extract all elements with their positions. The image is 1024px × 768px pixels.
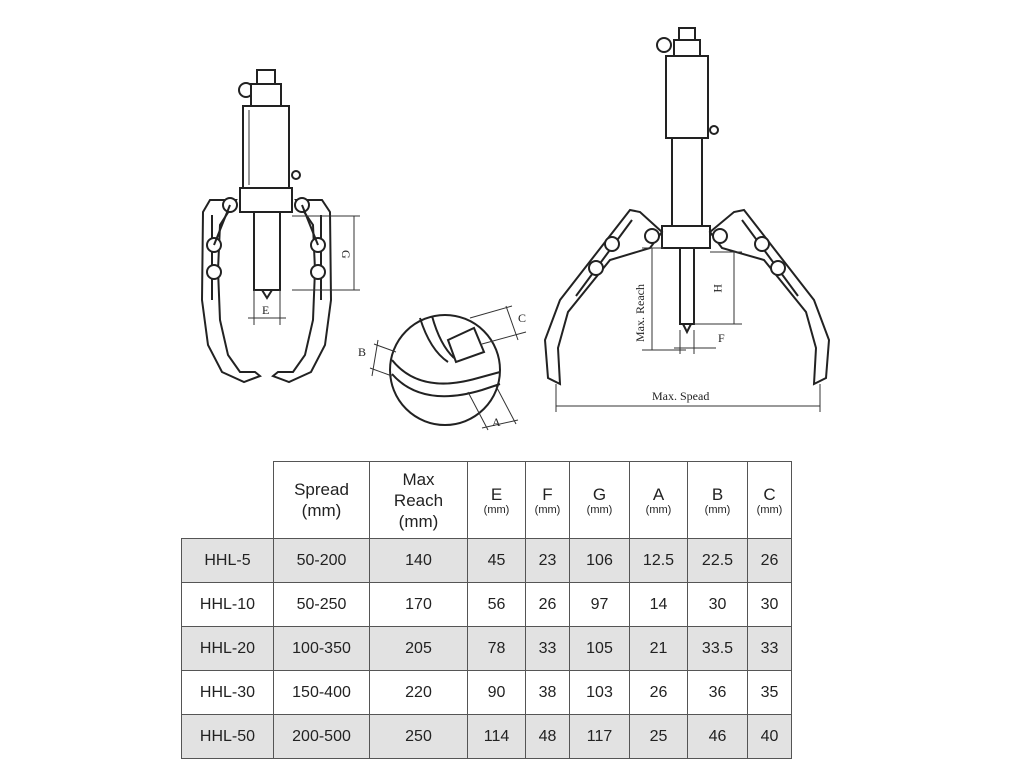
c-cell: 26 [747,538,792,583]
specification-table: Spread(mm) Max Reach(mm) E(mm) F(mm) G(m… [181,461,792,759]
dim-label-b: B [358,345,366,359]
g-cell: 103 [569,670,630,715]
table-header-row: Spread(mm) Max Reach(mm) E(mm) F(mm) G(m… [181,461,792,539]
max-reach-cell: 170 [369,582,468,627]
e-cell: 56 [467,582,526,627]
header-b: B(mm) [687,461,748,539]
closed-puller-drawing: E G [200,69,360,384]
header-a: A(mm) [629,461,688,539]
puller-diagram: E G C B A [200,27,831,431]
c-cell: 30 [747,582,792,627]
model-cell: HHL-10 [181,582,274,627]
table-row: HHL-10 50-250 170 56 26 97 14 30 30 [181,582,792,627]
spread-cell: 150-400 [273,670,370,715]
model-cell: HHL-50 [181,714,274,759]
e-cell: 90 [467,670,526,715]
table-row: HHL-20 100-350 205 78 33 105 21 33.5 33 [181,626,792,671]
dim-label-h: H [711,284,725,293]
e-cell: 114 [467,714,526,759]
c-cell: 33 [747,626,792,671]
header-c: C(mm) [747,461,792,539]
b-cell: 22.5 [687,538,748,583]
a-cell: 21 [629,626,688,671]
header-spread: Spread(mm) [273,461,370,539]
header-e: E(mm) [467,461,526,539]
table-row: HHL-50 200-500 250 114 48 117 25 46 40 [181,714,792,759]
b-cell: 30 [687,582,748,627]
dim-label-max-spread: Max. Spead [652,389,709,403]
model-cell: HHL-20 [181,626,274,671]
dim-label-g: G [339,250,353,259]
spread-cell: 200-500 [273,714,370,759]
max-reach-cell: 220 [369,670,468,715]
spread-cell: 50-250 [273,582,370,627]
g-cell: 105 [569,626,630,671]
b-cell: 46 [687,714,748,759]
max-reach-cell: 205 [369,626,468,671]
a-cell: 25 [629,714,688,759]
g-cell: 106 [569,538,630,583]
jaw-detail-drawing: C B A [358,305,527,431]
a-cell: 14 [629,582,688,627]
f-cell: 48 [525,714,570,759]
c-cell: 35 [747,670,792,715]
dim-label-f: F [718,331,725,345]
dim-label-c: C [518,311,526,325]
g-cell: 97 [569,582,630,627]
table-row: HHL-30 150-400 220 90 38 103 26 36 35 [181,670,792,715]
b-cell: 36 [687,670,748,715]
a-cell: 12.5 [629,538,688,583]
header-f: F(mm) [525,461,570,539]
model-cell: HHL-30 [181,670,274,715]
dim-label-a: A [492,415,501,429]
model-cell: HHL-5 [181,538,274,583]
dim-label-max-reach: Max. Reach [633,284,647,342]
a-cell: 26 [629,670,688,715]
e-cell: 45 [467,538,526,583]
f-cell: 33 [525,626,570,671]
header-max-reach: Max Reach(mm) [369,461,468,539]
e-cell: 78 [467,626,526,671]
b-cell: 33.5 [687,626,748,671]
header-blank-cell [181,461,274,539]
spread-cell: 100-350 [273,626,370,671]
spread-cell: 50-200 [273,538,370,583]
g-cell: 117 [569,714,630,759]
c-cell: 40 [747,714,792,759]
f-cell: 38 [525,670,570,715]
max-reach-cell: 250 [369,714,468,759]
dim-label-e: E [262,303,269,317]
header-g: G(mm) [569,461,630,539]
open-puller-drawing: Max. Reach H F Max. Spead [543,27,831,412]
f-cell: 23 [525,538,570,583]
f-cell: 26 [525,582,570,627]
table-row: HHL-5 50-200 140 45 23 106 12.5 22.5 26 [181,538,792,583]
max-reach-cell: 140 [369,538,468,583]
